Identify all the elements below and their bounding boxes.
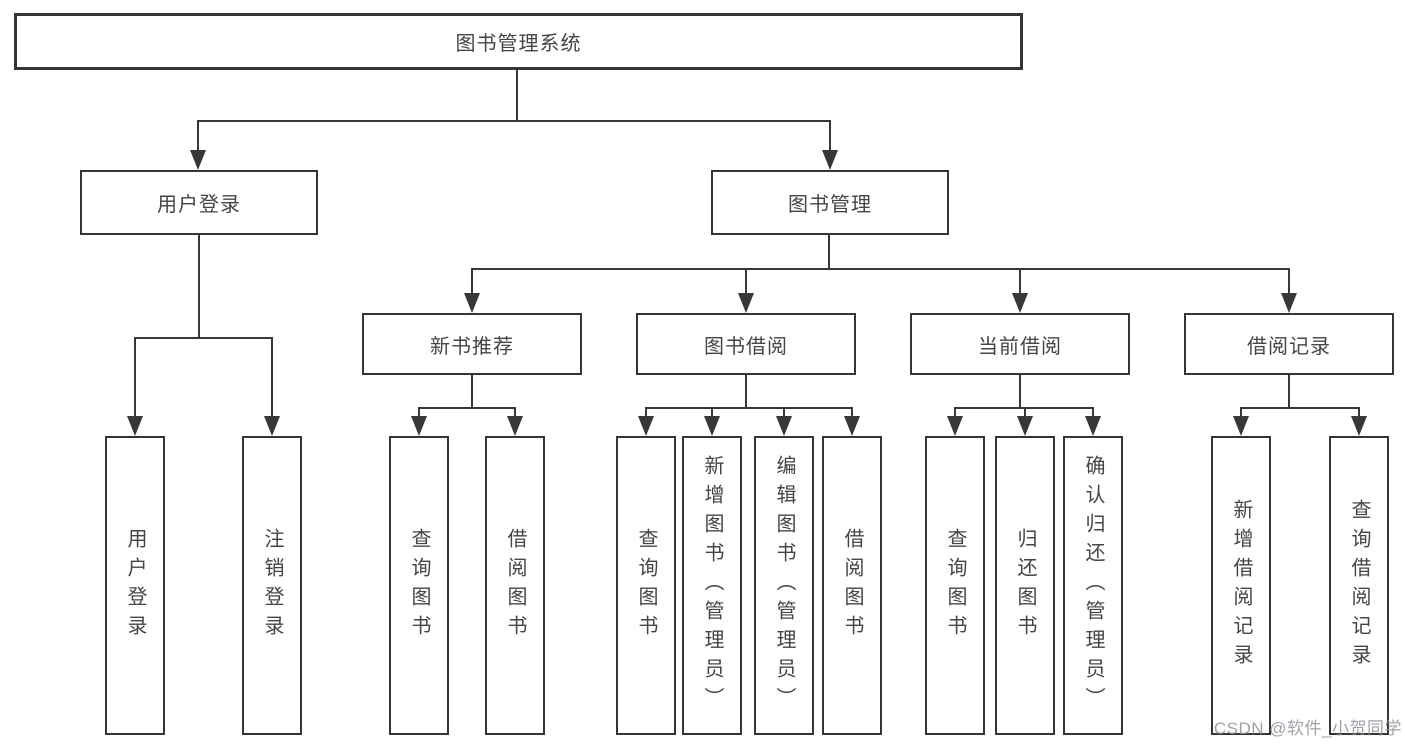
arrow-down-icon (704, 416, 720, 436)
connector-line (471, 375, 473, 407)
connector-line (418, 407, 516, 409)
arrow-down-icon (1281, 293, 1297, 313)
connector-line (645, 407, 853, 409)
connector-line (1024, 407, 1026, 420)
arrow-down-icon (638, 416, 654, 436)
node-leaf-query-books-current: 查询图书 (925, 436, 985, 735)
arrow-down-icon (264, 416, 280, 436)
connector-line (954, 407, 1094, 409)
node-leaf-query-books-borrow: 查询图书 (616, 436, 676, 735)
connector-line (645, 407, 647, 420)
connector-line (271, 337, 273, 419)
connector-line (514, 407, 516, 420)
arrow-down-icon (822, 150, 838, 170)
connector-line (1288, 375, 1290, 407)
node-borrow-record: 借阅记录 (1184, 313, 1394, 375)
node-user-login: 用户登录 (80, 170, 318, 235)
connector-line (851, 407, 853, 420)
node-leaf-query-borrow-record: 查询借阅记录 (1329, 436, 1389, 735)
node-leaf-borrow-books: 借阅图书 (822, 436, 882, 735)
connector-line (197, 120, 199, 154)
node-leaf-return-book: 归还图书 (995, 436, 1055, 735)
arrow-down-icon (127, 416, 143, 436)
connector-line (198, 234, 200, 337)
watermark: CSDN @软件_小贺同学 (1213, 719, 1402, 738)
connector-line (954, 407, 956, 420)
node-leaf-add-borrow-record: 新增借阅记录 (1211, 436, 1271, 735)
arrow-down-icon (1233, 416, 1249, 436)
arrow-down-icon (947, 416, 963, 436)
arrow-down-icon (776, 416, 792, 436)
arrow-down-icon (190, 150, 206, 170)
node-leaf-confirm-return-admin: 确认归还（管理员） (1063, 436, 1123, 735)
node-book-management: 图书管理 (711, 170, 949, 235)
connector-line (1240, 407, 1360, 409)
connector-line (783, 407, 785, 420)
connector-line (745, 268, 747, 296)
node-leaf-query-books-recommend: 查询图书 (389, 436, 449, 735)
connector-line (471, 268, 473, 296)
node-new-book-recommend: 新书推荐 (362, 313, 582, 375)
connector-line (197, 120, 831, 122)
arrow-down-icon (738, 293, 754, 313)
connector-line (829, 120, 831, 154)
arrow-down-icon (464, 293, 480, 313)
connector-line (1358, 407, 1360, 420)
connector-line (1019, 375, 1021, 407)
arrow-down-icon (507, 416, 523, 436)
connector-line (828, 235, 830, 268)
node-current-borrow: 当前借阅 (910, 313, 1130, 375)
arrow-down-icon (844, 416, 860, 436)
connector-line (1240, 407, 1242, 420)
connector-line (418, 407, 420, 420)
connector-line (745, 375, 747, 407)
node-leaf-user-login: 用户登录 (105, 436, 165, 735)
arrow-down-icon (411, 416, 427, 436)
arrow-down-icon (1012, 293, 1028, 313)
connector-line (471, 268, 1290, 270)
connector-line (516, 70, 518, 120)
connector-line (134, 337, 136, 419)
node-leaf-logout: 注销登录 (242, 436, 302, 735)
arrow-down-icon (1085, 416, 1101, 436)
node-library-management-system: 图书管理系统 (14, 13, 1023, 70)
connector-line (1288, 268, 1290, 296)
arrow-down-icon (1017, 416, 1033, 436)
connector-line (711, 407, 713, 420)
connector-line (1092, 407, 1094, 420)
node-leaf-edit-book-admin: 编辑图书（管理员） (754, 436, 814, 735)
connector-line (1019, 268, 1021, 296)
node-book-borrow: 图书借阅 (636, 313, 856, 375)
node-leaf-add-book-admin: 新增图书（管理员） (682, 436, 742, 735)
connector-line (134, 337, 273, 339)
arrow-down-icon (1351, 416, 1367, 436)
node-leaf-borrow-books-recommend: 借阅图书 (485, 436, 545, 735)
